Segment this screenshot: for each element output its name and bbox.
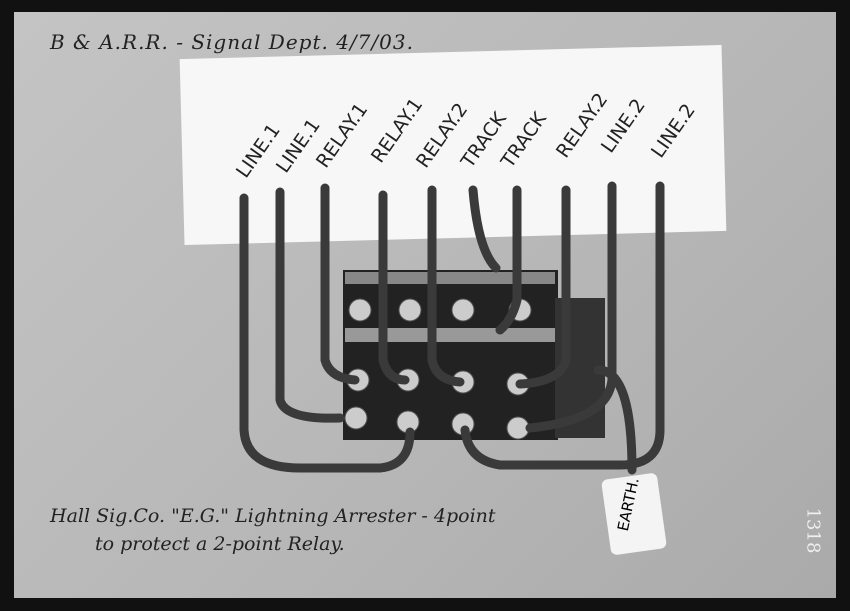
earth-tag: EARTH. [600,472,668,556]
caption-line-2: to protect a 2-point Relay. [95,533,345,555]
caption-line-1: Hall Sig.Co. "E.G." Lightning Arrester -… [50,505,496,527]
photo-title: B & A.R.R. - Signal Dept. 4/7/03. [50,30,414,54]
plate-number: 1318 [802,507,824,554]
earth-tag-text: EARTH. [613,476,643,533]
